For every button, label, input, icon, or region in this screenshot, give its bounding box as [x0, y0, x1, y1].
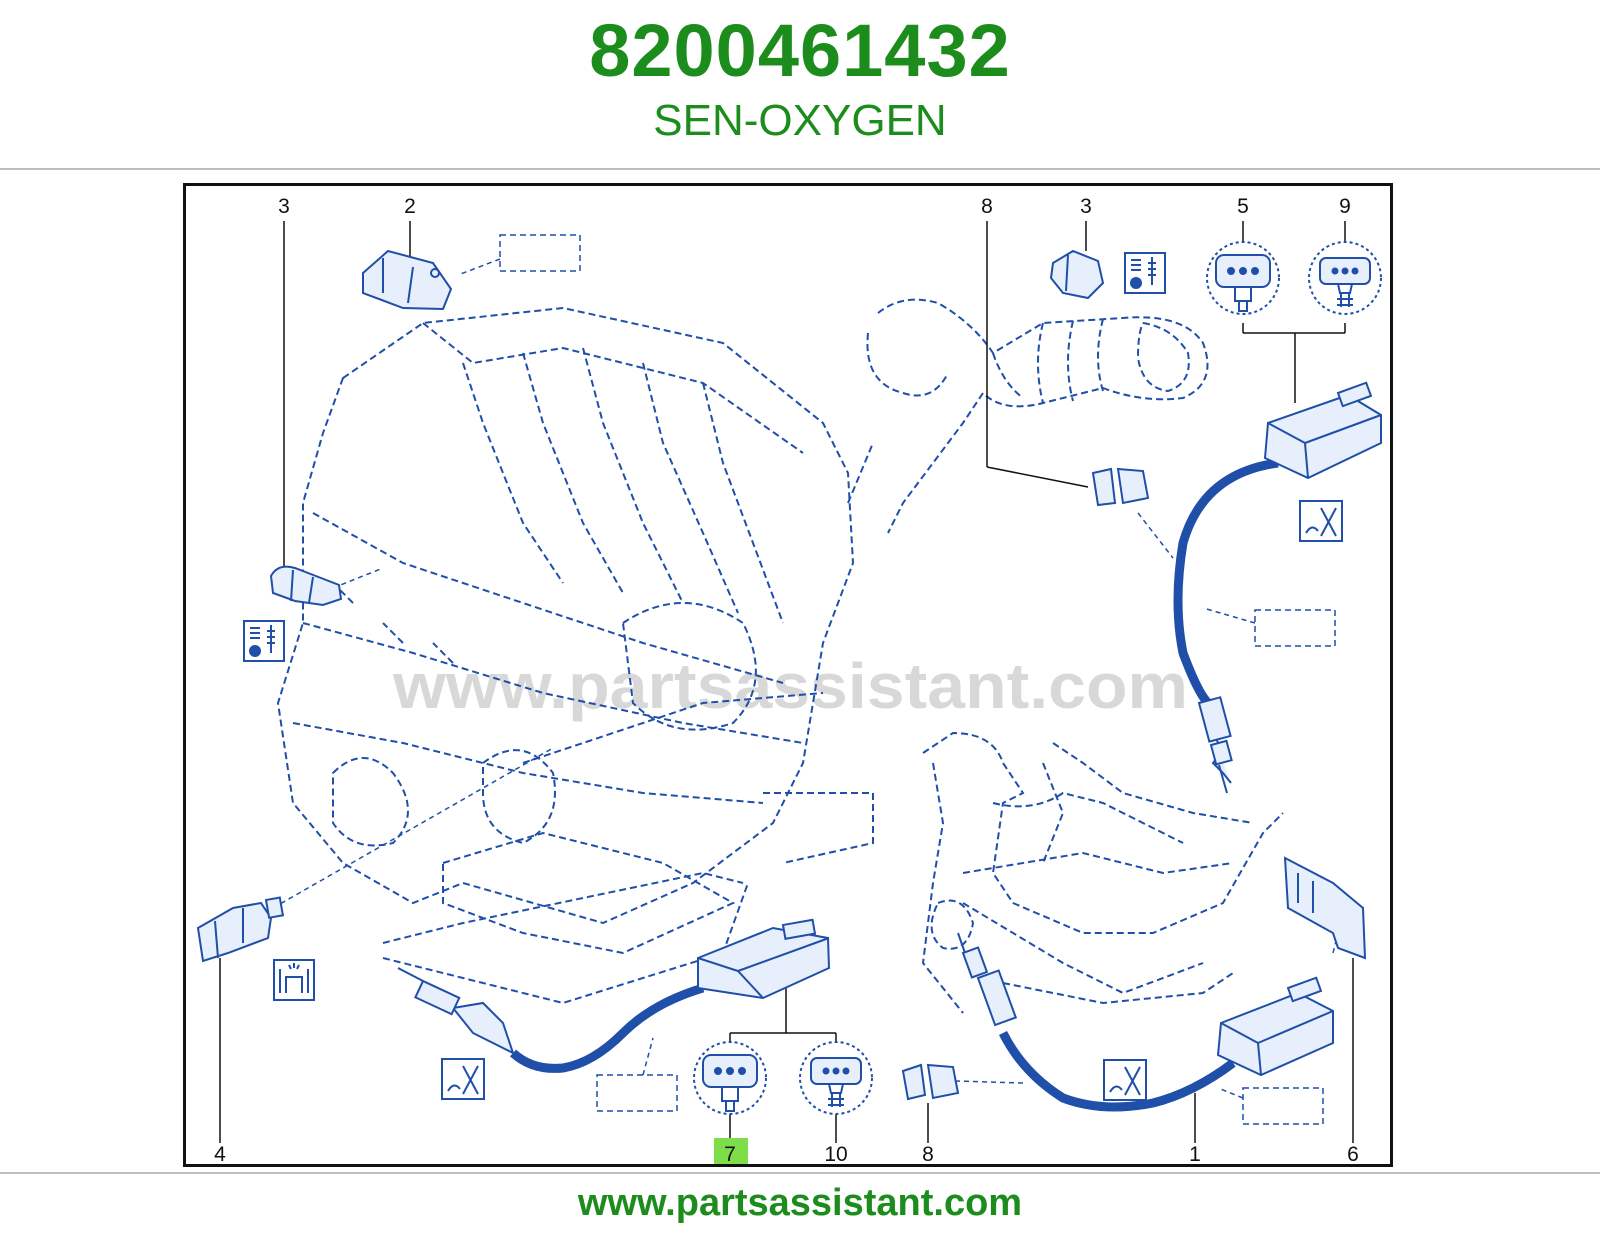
heat-shield-6 [1283, 856, 1367, 960]
temp-sensor-3-right [1049, 249, 1105, 300]
part-number-title: 8200461432 [589, 9, 1011, 92]
ref-box [596, 1074, 678, 1112]
temp-sensor-3-left [269, 565, 343, 607]
intake-hose [847, 298, 1209, 534]
engine-block [276, 306, 874, 1005]
footer-website-link[interactable]: www.partsassistant.com [577, 1182, 1023, 1224]
ref-box [1254, 609, 1336, 647]
page-header: 8200461432 SEN-OXYGEN [0, 0, 1600, 168]
map-sensor-2 [362, 249, 453, 311]
connector-9 [1308, 241, 1382, 315]
leader-lines [219, 221, 1354, 1143]
connector-5 [1206, 241, 1280, 315]
callout-10[interactable]: 10 [824, 1143, 847, 1164]
header-divider [0, 168, 1600, 170]
service-icon [441, 1058, 485, 1100]
clip-8-top [1091, 467, 1150, 507]
thermometer-icon [1124, 252, 1166, 294]
footer-divider [0, 1172, 1600, 1174]
callout-4[interactable]: 4 [214, 1143, 226, 1164]
connector-7 [693, 1041, 767, 1115]
callout-9[interactable]: 9 [1339, 195, 1351, 218]
callout-8[interactable]: 8 [922, 1143, 934, 1164]
oxygen-sensor-bottom-left [397, 918, 831, 1073]
service-icon [1103, 1059, 1147, 1101]
exploded-diagram: www.partsassistant.com [183, 183, 1393, 1167]
oxygen-sensor-downstream-1 [957, 932, 1334, 1112]
thermometer-icon [243, 620, 285, 662]
diagram-canvas: www.partsassistant.com [196, 195, 1382, 1164]
service-icon [1299, 500, 1343, 542]
callout-5[interactable]: 5 [1237, 195, 1249, 218]
callout-1[interactable]: 1 [1189, 1143, 1201, 1164]
callout-2[interactable]: 2 [404, 195, 416, 218]
knock-sensor-4 [196, 896, 285, 963]
reference-boxes [499, 234, 1336, 1125]
ref-box [499, 234, 581, 272]
callout-6[interactable]: 6 [1347, 1143, 1359, 1164]
ref-box [1242, 1087, 1324, 1125]
oxygen-sensor-upstream [1173, 381, 1382, 794]
callout-8[interactable]: 8 [981, 195, 993, 218]
exhaust-manifold [921, 731, 1284, 1014]
callout-highlight [714, 1138, 748, 1164]
clip-8-bottom [901, 1063, 960, 1101]
callout-3[interactable]: 3 [278, 195, 290, 218]
connector-10 [799, 1041, 873, 1115]
callout-3[interactable]: 3 [1080, 195, 1092, 218]
watermark-text: www.partsassistant.com [392, 650, 1188, 722]
engine-icon [273, 959, 315, 1001]
part-description: SEN-OXYGEN [653, 96, 947, 145]
callout-7[interactable]: 7 [724, 1143, 736, 1164]
callout-labels: 3 2 8 3 5 9 4 7 10 8 1 6 [214, 195, 1359, 1164]
